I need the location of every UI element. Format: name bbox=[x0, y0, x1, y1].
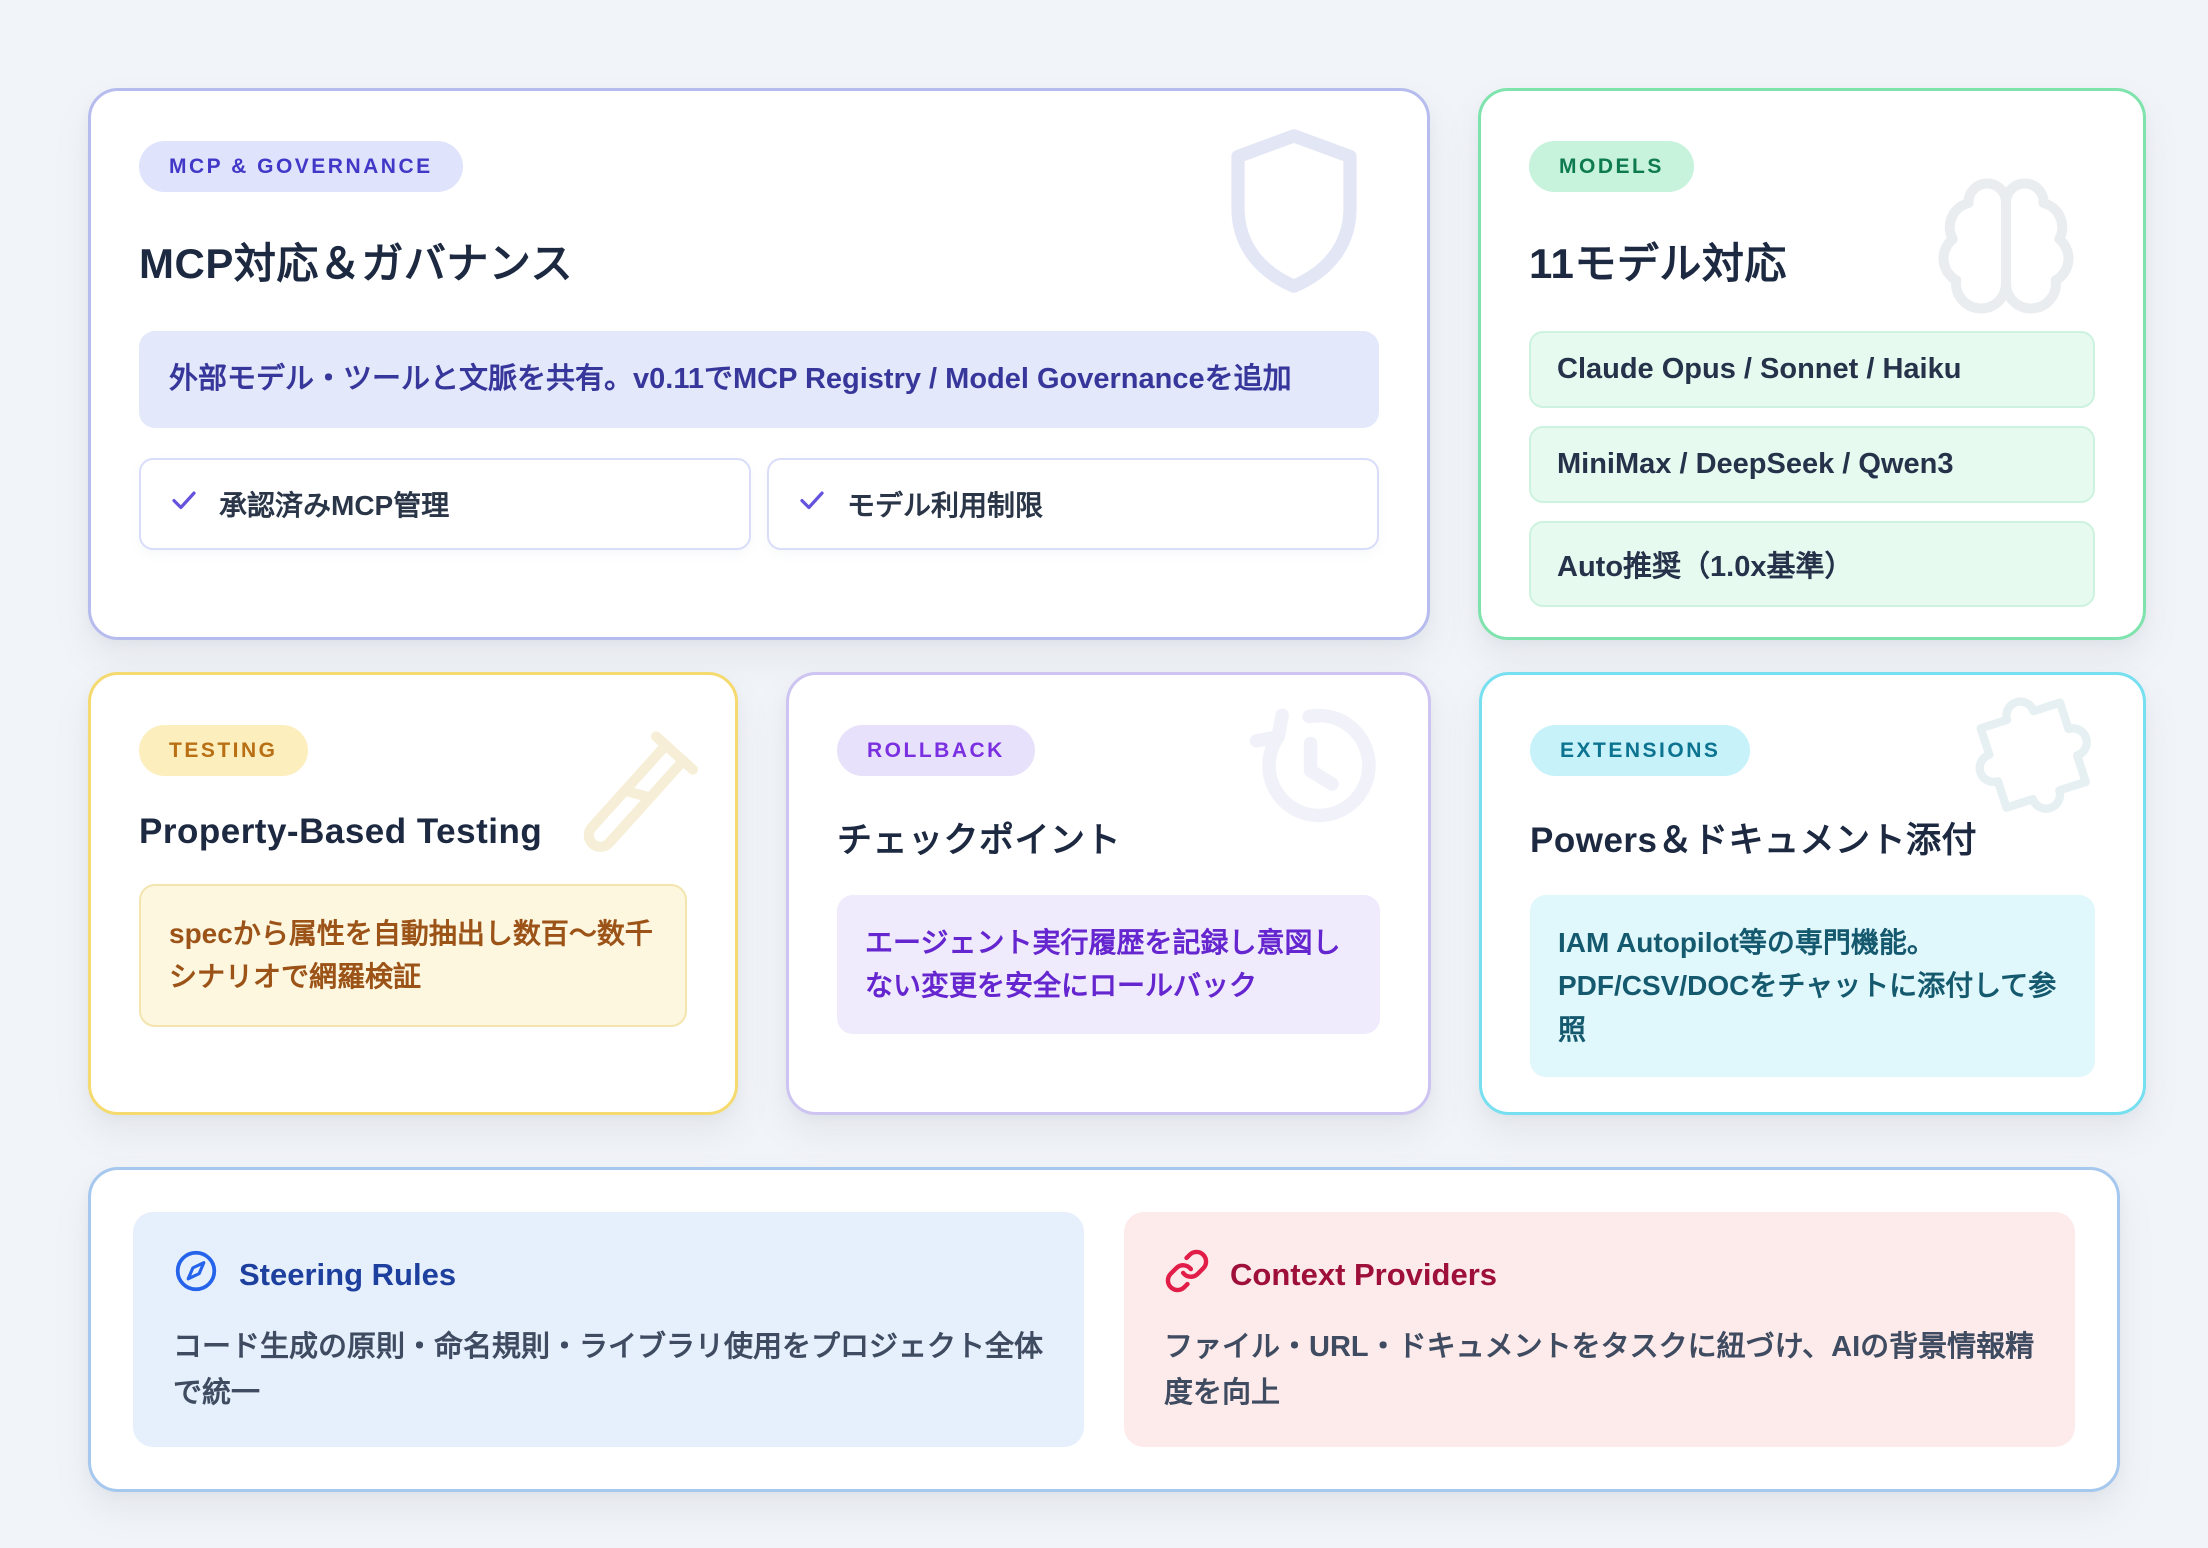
card-rollback: ROLLBACK チェックポイント エージェント実行履歴を記録し意図しない変更を… bbox=[786, 672, 1431, 1115]
badge-extensions: EXTENSIONS bbox=[1530, 725, 1751, 776]
mcp-check-list: 承認済みMCP管理 モデル利用制限 bbox=[139, 457, 1379, 550]
check-item-label: モデル利用制限 bbox=[847, 489, 1044, 521]
panel-context-providers: Context Providers ファイル・URL・ドキュメントをタスクに紐づ… bbox=[1124, 1212, 2075, 1447]
badge-models: MODELS bbox=[1529, 141, 1694, 192]
card-bottom-features: Steering Rules コード生成の原則・命名規則・ライブラリ使用をプロジ… bbox=[88, 1167, 2120, 1492]
test-tube-icon bbox=[540, 711, 719, 895]
testing-card-description: specから属性を自動抽出し数百〜数千シナリオで網羅検証 bbox=[139, 884, 687, 1027]
middle-row: TESTING Property-Based Testing specから属性を… bbox=[88, 672, 2146, 1115]
extensions-card-description: IAM Autopilot等の専門機能。PDF/CSV/DOCをチャットに添付し… bbox=[1530, 895, 2095, 1078]
compass-icon bbox=[173, 1248, 219, 1302]
context-title: Context Providers bbox=[1230, 1257, 1498, 1292]
card-models: MODELS 11モデル対応 Claude Opus / Sonnet / Ha… bbox=[1478, 88, 2146, 640]
model-item-minimax: MiniMax / DeepSeek / Qwen3 bbox=[1529, 426, 2095, 503]
panel-steering-rules: Steering Rules コード生成の原則・命名規則・ライブラリ使用をプロジ… bbox=[133, 1212, 1084, 1447]
check-icon bbox=[169, 485, 199, 522]
mcp-card-description: 外部モデル・ツールと文脈を共有。v0.11でMCP Registry / Mod… bbox=[139, 331, 1379, 428]
extensions-card-title: Powers＆ドキュメント添付 bbox=[1530, 821, 1978, 860]
card-extensions: EXTENSIONS Powers＆ドキュメント添付 IAM Autopilot… bbox=[1479, 672, 2146, 1115]
context-heading: Context Providers bbox=[1164, 1248, 2035, 1302]
model-list: Claude Opus / Sonnet / Haiku MiniMax / D… bbox=[1529, 331, 2095, 607]
rollback-card-title: チェックポイント bbox=[837, 821, 1122, 860]
steering-title: Steering Rules bbox=[239, 1257, 457, 1292]
check-icon bbox=[797, 485, 827, 522]
link-icon bbox=[1164, 1248, 1210, 1302]
check-item-approved-mcp: 承認済みMCP管理 bbox=[139, 457, 751, 550]
rollback-card-description: エージェント実行履歴を記録し意図しない変更を安全にロールバック bbox=[837, 895, 1380, 1034]
check-item-model-restriction: モデル利用制限 bbox=[767, 457, 1379, 550]
model-item-claude: Claude Opus / Sonnet / Haiku bbox=[1529, 331, 2095, 408]
testing-card-title: Property-Based Testing bbox=[139, 812, 543, 851]
badge-rollback: ROLLBACK bbox=[837, 725, 1035, 776]
top-row: MCP & GOVERNANCE MCP対応＆ガバナンス 外部モデル・ツールと文… bbox=[88, 88, 2146, 640]
model-item-auto: Auto推奨（1.0x基準） bbox=[1529, 521, 2095, 607]
steering-description: コード生成の原則・命名規則・ライブラリ使用をプロジェクト全体で統一 bbox=[173, 1331, 1044, 1410]
models-card-title: 11モデル対応 bbox=[1529, 240, 1787, 287]
card-testing: TESTING Property-Based Testing specから属性を… bbox=[88, 672, 738, 1115]
check-item-label: 承認済みMCP管理 bbox=[219, 489, 450, 521]
mcp-card-title: MCP対応＆ガバナンス bbox=[139, 240, 573, 287]
card-mcp-governance: MCP & GOVERNANCE MCP対応＆ガバナンス 外部モデル・ツールと文… bbox=[88, 88, 1430, 640]
badge-testing: TESTING bbox=[139, 725, 308, 776]
steering-heading: Steering Rules bbox=[173, 1248, 1044, 1302]
badge-mcp-governance: MCP & GOVERNANCE bbox=[139, 141, 463, 192]
context-description: ファイル・URL・ドキュメントをタスクに紐づけ、AIの背景情報精度を向上 bbox=[1164, 1331, 2035, 1410]
